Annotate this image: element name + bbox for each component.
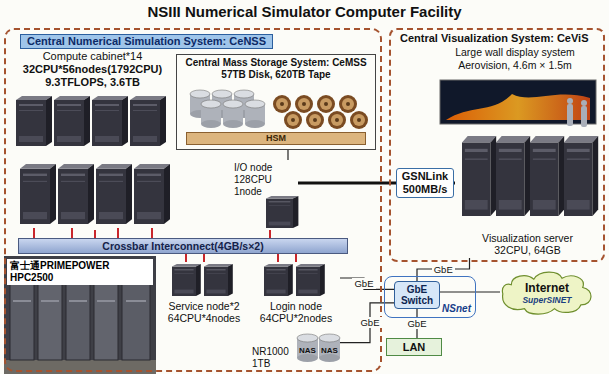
node-heading: Large wall display system bbox=[455, 46, 575, 59]
connector-line bbox=[94, 230, 96, 238]
node-heading: Visualization server bbox=[482, 232, 573, 244]
login-node: Login node64CPU*2nodes bbox=[252, 262, 340, 326]
node-heading: I/O node bbox=[234, 162, 272, 174]
node-heading: Service node*2 bbox=[168, 300, 239, 312]
node-heading: NR1000 bbox=[252, 346, 289, 358]
node-text: 1node bbox=[234, 186, 262, 198]
connector-line bbox=[340, 303, 394, 343]
connector-label: GbE bbox=[352, 278, 375, 289]
node-heading: LAN bbox=[403, 341, 426, 354]
node-text: SuperSINET bbox=[522, 295, 571, 305]
lan-box: LAN bbox=[386, 338, 442, 356]
system-region: Central Numerical Simulation System: CeN… bbox=[4, 28, 382, 372]
node-text: 64CPU*2nodes bbox=[260, 312, 332, 324]
node-heading: Central Mass Storage System: CeMSS bbox=[185, 57, 366, 69]
cloud-outline bbox=[502, 272, 591, 314]
connector-line bbox=[269, 230, 271, 238]
diagram-title: NSIII Numerical Simulator Computer Facil… bbox=[0, 0, 609, 21]
node-heading: NSnet bbox=[442, 303, 471, 315]
node-text: 1TB bbox=[252, 358, 270, 370]
connector-label: GSNLink 500MB/s bbox=[396, 168, 454, 198]
storage-box: Central Mass Storage System: CeMSS57TB D… bbox=[176, 54, 376, 150]
machine-photo: 富士通PRIMEPOWER HPC2500 bbox=[4, 256, 156, 374]
node-heading: Compute cabinet*14 bbox=[43, 50, 143, 63]
wall-display: Large wall display systemAerovision, 4.6… bbox=[430, 46, 600, 78]
node-heading: Central Numerical Simulation System: CeN… bbox=[20, 34, 273, 49]
internet-cloud: InternetSuperSINET bbox=[500, 270, 594, 316]
service-node: Service node*264CPU*4nodes bbox=[160, 262, 248, 326]
node-text: Aerovision, 4.6m × 1.5m bbox=[458, 59, 572, 72]
node-heading: Crossbar Interconnect(4GB/s×2) bbox=[102, 240, 263, 252]
node-text: 64CPU*4nodes bbox=[168, 312, 240, 324]
connector-label: GbE bbox=[358, 317, 381, 328]
network-region: NSnet GbE Switch bbox=[384, 276, 476, 318]
connector-line bbox=[340, 278, 394, 289]
io-node: I/O node128CPU1node bbox=[232, 160, 298, 230]
node-text: 32CPU*56nodes(1792CPU) bbox=[23, 63, 162, 76]
part-label: NAS bbox=[299, 346, 316, 355]
connector-line bbox=[287, 150, 288, 160]
node-heading: HSM bbox=[266, 133, 286, 144]
node-text: 57TB Disk, 620TB Tape bbox=[221, 69, 330, 81]
hsm-bar: HSM bbox=[186, 132, 366, 145]
connector-line bbox=[203, 254, 205, 262]
node-heading: Login node bbox=[270, 300, 322, 312]
crossbar-band: Crossbar Interconnect(4GB/s×2) bbox=[18, 238, 348, 254]
visualization-region: Central Visualization System: CeViSLarge… bbox=[389, 28, 605, 262]
node-heading: GbE Switch bbox=[397, 284, 437, 306]
switch-box: GbE Switch bbox=[394, 281, 440, 309]
connector-label: GbE bbox=[405, 318, 428, 329]
node-heading: Central Visualization System: CeViS bbox=[397, 32, 592, 45]
node-heading: 富士通PRIMEPOWER HPC2500 bbox=[7, 259, 153, 285]
part-label: NAS bbox=[321, 346, 338, 355]
node-text: 9.3TFLOPS, 3.6TB bbox=[45, 76, 140, 89]
connector-line bbox=[440, 291, 500, 292]
node-text: 128CPU bbox=[234, 174, 272, 186]
node-heading: Internet bbox=[525, 281, 569, 295]
node-text: 32CPU, 64GB bbox=[494, 244, 561, 256]
compute-cabinets: Compute cabinet*1432CPU*56nodes(1792CPU)… bbox=[10, 48, 175, 230]
connector-label: GbE bbox=[432, 264, 455, 275]
connector-line bbox=[295, 254, 297, 262]
visualization-server: Visualization server32CPU, 64GB bbox=[455, 130, 600, 258]
